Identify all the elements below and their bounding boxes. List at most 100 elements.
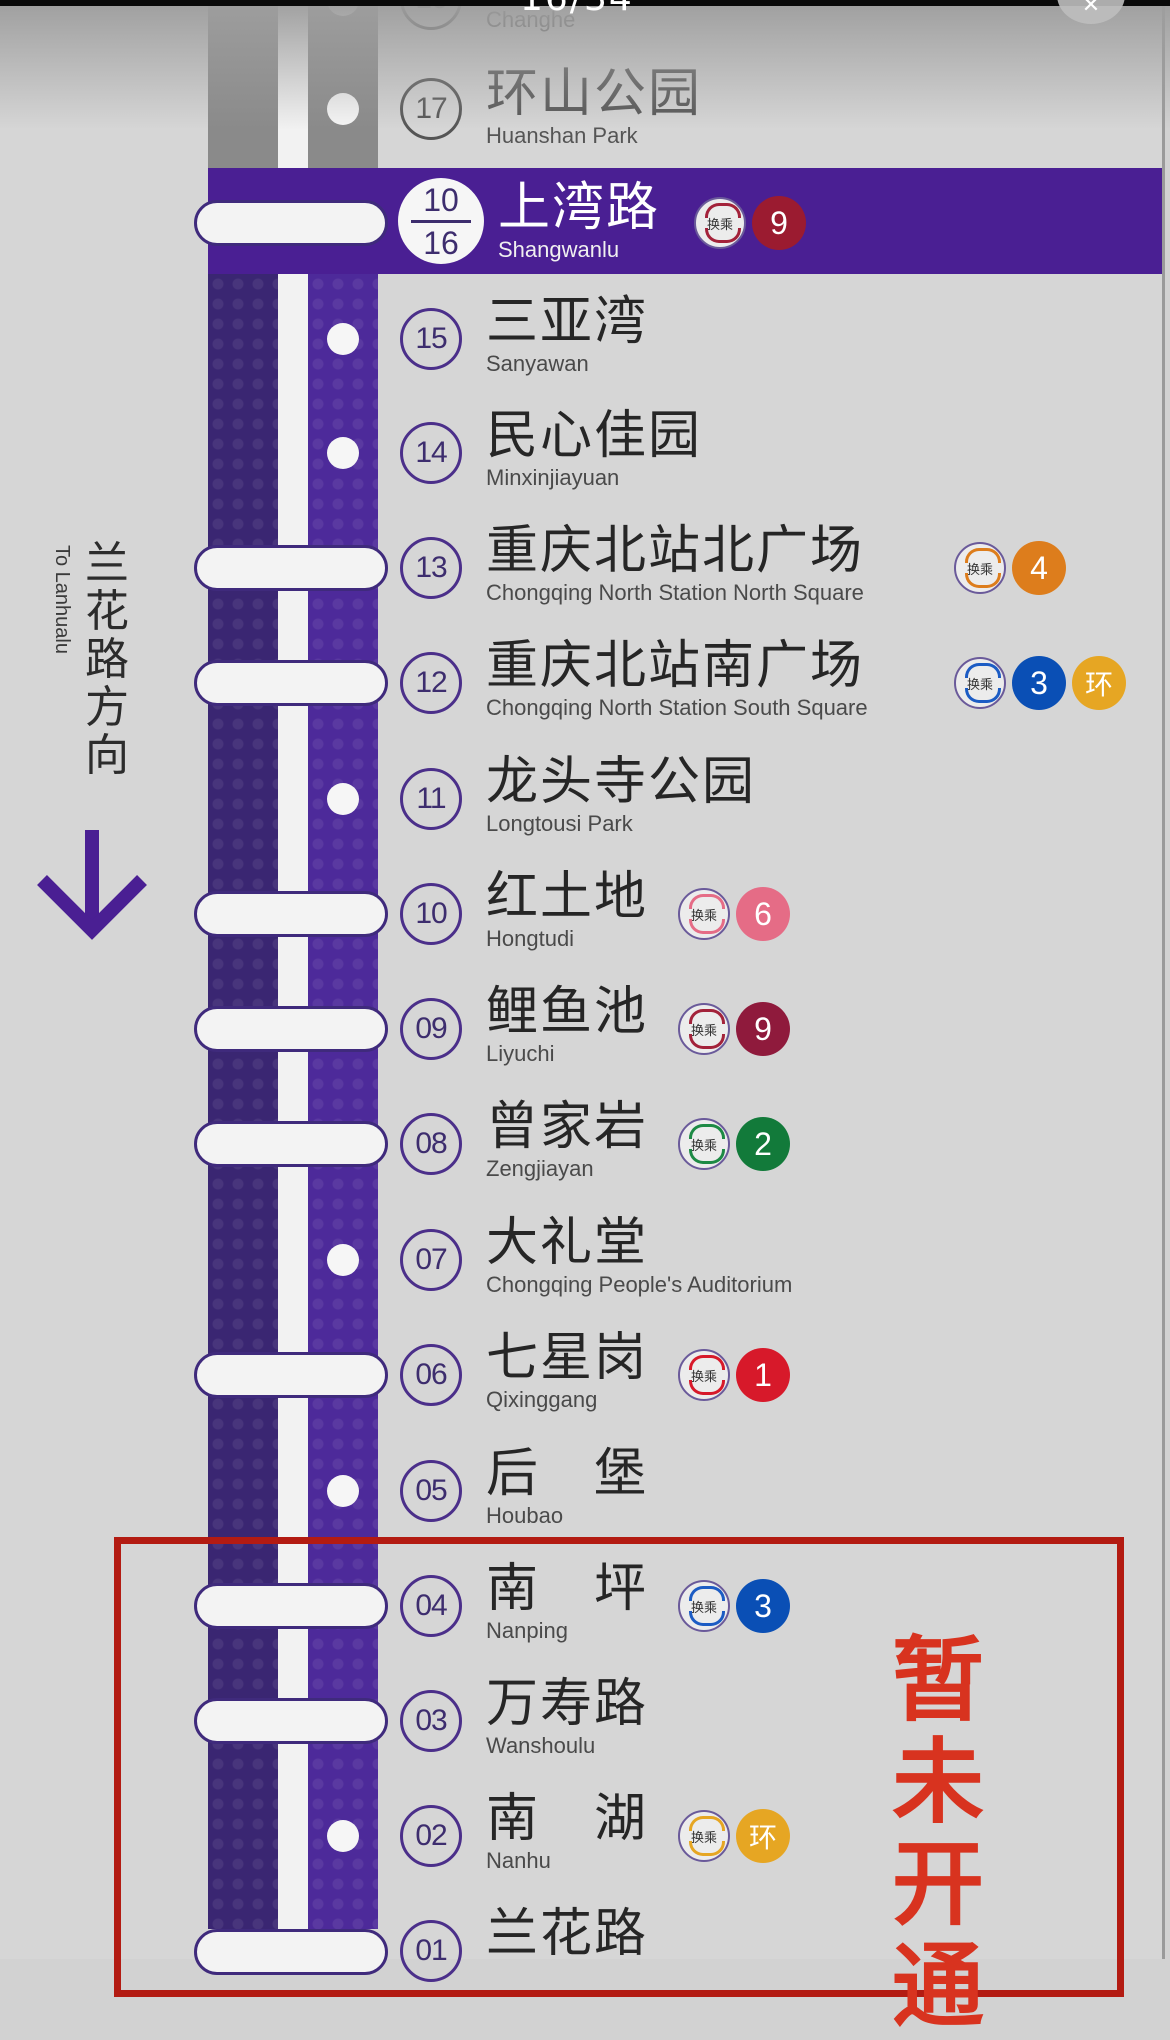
transfer-icon: 换乘: [678, 1118, 730, 1170]
transfer-icon: 换乘: [678, 1003, 730, 1055]
not-open-label: 暂未开通: [891, 1627, 984, 2040]
line-badge-3[interactable]: 3: [1012, 656, 1066, 710]
station-name-cn: 大礼堂: [486, 1213, 649, 1273]
station-name-en: Huanshan Park: [486, 123, 638, 148]
station-name-cn: 民心佳园: [486, 406, 703, 466]
transfer-icon: 换乘: [954, 542, 1006, 594]
station-dot: [327, 437, 359, 469]
station-name-en: Chongqing North Station South Square: [486, 695, 868, 720]
transfer-station-marker: [194, 1583, 388, 1629]
station-name-cn: 红土地: [486, 867, 649, 927]
station-hongtudi[interactable]: 红土地 Hongtudi: [486, 867, 648, 951]
station-number: 14: [400, 422, 462, 484]
station-lanhualu[interactable]: 兰花路: [486, 1904, 648, 1964]
station-nanhu[interactable]: 南 湖 Nanhu: [486, 1789, 648, 1873]
station-cq-north-south-square[interactable]: 重庆北站南广场 Chongqing North Station South Sq…: [486, 636, 868, 720]
station-name-en: Longtousi Park: [486, 811, 633, 836]
transfer-group: 换乘 3 环: [954, 656, 1126, 710]
close-icon: ✕: [1081, 0, 1101, 18]
line-badge-1[interactable]: 1: [736, 1348, 790, 1402]
station-sanyawan[interactable]: 三亚湾 Sanyawan: [486, 292, 648, 376]
station-number: 06: [400, 1344, 462, 1406]
station-number-bottom: 16: [423, 224, 459, 261]
station-name-cn: 兰花路: [486, 1904, 649, 1964]
station-name-cn: 三亚湾: [486, 292, 649, 352]
line-badge-loop[interactable]: 环: [736, 1809, 790, 1863]
station-name-cn: 南 坪: [486, 1559, 649, 1619]
station-name-cn: 重庆北站南广场: [486, 636, 865, 696]
line-badge-2[interactable]: 2: [736, 1117, 790, 1171]
station-name-en: Qixinggang: [486, 1387, 598, 1412]
station-name-en: Chongqing People's Auditorium: [486, 1272, 793, 1297]
station-dalitang[interactable]: 大礼堂 Chongqing People's Auditorium: [486, 1213, 792, 1297]
line-map-panel: 16 Changhe 17 环山公园 Huanshan Park 10 16 上…: [37, 0, 1165, 2038]
station-minxinjiayuan[interactable]: 民心佳园 Minxinjiayuan: [486, 406, 702, 490]
direction-label-cn: 兰花路方向: [85, 538, 129, 781]
transfer-station-marker: [194, 545, 388, 591]
transfer-icon: 换乘: [678, 1580, 730, 1632]
page-counter: 16/34: [520, 0, 634, 19]
station-dot: [327, 1820, 359, 1852]
station-number-current: 10 16: [398, 178, 484, 264]
station-name-en: Wanshoulu: [486, 1733, 596, 1758]
line-badge-loop[interactable]: 环: [1072, 656, 1126, 710]
transfer-group: 换乘 6: [678, 887, 790, 941]
station-number: 11: [400, 768, 462, 830]
down-arrow-icon: [37, 830, 147, 940]
line-badge-3[interactable]: 3: [736, 1579, 790, 1633]
station-houbao[interactable]: 后 堡 Houbao: [486, 1444, 648, 1528]
station-number: 08: [400, 1113, 462, 1175]
station-wanshoulu[interactable]: 万寿路 Wanshoulu: [486, 1674, 648, 1758]
station-17[interactable]: 环山公园 Huanshan Park: [486, 64, 702, 148]
station-dot: [327, 323, 359, 355]
line-badge-6[interactable]: 6: [736, 887, 790, 941]
fraction-bar: [411, 219, 471, 223]
transfer-station-marker: [194, 1121, 388, 1167]
line-badge-9[interactable]: 9: [736, 1002, 790, 1056]
station-name-en: Houbao: [486, 1503, 564, 1528]
station-number: 04: [400, 1575, 462, 1637]
line-badge-9[interactable]: 9: [752, 196, 806, 250]
station-name-cn: 曾家岩: [486, 1097, 649, 1157]
transfer-station-marker: [194, 1698, 388, 1744]
station-number: 02: [400, 1805, 462, 1867]
line-badge-4[interactable]: 4: [1012, 541, 1066, 595]
station-longtousi-park[interactable]: 龙头寺公园 Longtousi Park: [486, 752, 756, 836]
station-name-en: Chongqing North Station North Square: [486, 580, 864, 605]
station-shangwanlu[interactable]: 上湾路 Shangwanlu: [498, 178, 660, 262]
station-number: 09: [400, 998, 462, 1060]
station-name-cn: 七星岗: [486, 1328, 649, 1388]
transfer-icon: 换乘: [678, 1810, 730, 1862]
station-number: 13: [400, 537, 462, 599]
transfer-station-marker: [194, 660, 388, 706]
station-cq-north-north-square[interactable]: 重庆北站北广场 Chongqing North Station North Sq…: [486, 521, 864, 605]
track-passed-left: [208, 0, 278, 168]
direction-label-en: To Lanhualu: [51, 545, 73, 654]
station-number: 12: [400, 652, 462, 714]
station-name-en: Sanyawan: [486, 351, 589, 376]
station-number: 10: [400, 883, 462, 945]
station-number: 05: [400, 1460, 462, 1522]
transfer-icon: 换乘: [694, 197, 746, 249]
transfer-group: 换乘 9: [694, 196, 806, 250]
station-name-cn: 上湾路: [498, 178, 661, 238]
transfer-group: 换乘 1: [678, 1348, 790, 1402]
station-name-en: Nanping: [486, 1618, 568, 1643]
station-name-en: Zengjiayan: [486, 1156, 594, 1181]
transfer-group: 换乘 4: [954, 541, 1066, 595]
transfer-station-marker: [194, 1352, 388, 1398]
station-qixinggang[interactable]: 七星岗 Qixinggang: [486, 1328, 648, 1412]
station-liyuchi[interactable]: 鲤鱼池 Liyuchi: [486, 982, 648, 1066]
transfer-icon: 换乘: [954, 657, 1006, 709]
station-dot: [327, 93, 359, 125]
transfer-station-marker: [194, 891, 388, 937]
station-name-cn: 环山公园: [486, 64, 703, 124]
station-number: 07: [400, 1229, 462, 1291]
station-name-cn: 鲤鱼池: [486, 982, 649, 1042]
transfer-group: 换乘 9: [678, 1002, 790, 1056]
station-dot: [327, 1244, 359, 1276]
station-zengjiayan[interactable]: 曾家岩 Zengjiayan: [486, 1097, 648, 1181]
station-number-top: 10: [423, 181, 459, 218]
station-nanping[interactable]: 南 坪 Nanping: [486, 1559, 648, 1643]
track-passed-right: [308, 0, 378, 168]
